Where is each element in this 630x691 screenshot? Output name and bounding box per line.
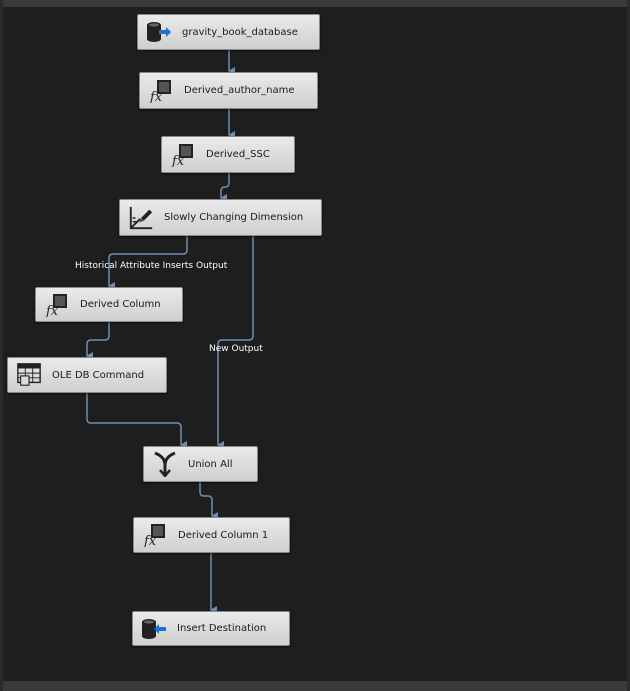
node-derived-column[interactable]: fx Derived Column: [35, 287, 183, 322]
node-label: Insert Destination: [177, 623, 267, 634]
database-destination-icon: [141, 616, 167, 642]
edge-label-new-output: New Output: [209, 344, 263, 354]
path-n4-n5[interactable]: [108, 236, 188, 290]
horizontal-scrollbar[interactable]: [0, 681, 630, 691]
node-gravity-book-database[interactable]: gravity_book_database: [137, 14, 320, 50]
node-ole-db-command[interactable]: OLE DB Command: [7, 357, 167, 393]
table-command-icon: [16, 362, 42, 388]
node-label: Slowly Changing Dimension: [164, 212, 304, 223]
edge-label-historical-inserts: Historical Attribute Inserts Output: [75, 261, 228, 271]
node-label: gravity_book_database: [182, 26, 298, 38]
union-icon: [152, 451, 178, 477]
node-label: Derived Column 1: [178, 529, 269, 541]
node-slowly-changing-dimension[interactable]: Slowly Changing Dimension: [119, 199, 322, 236]
node-derived-author-name[interactable]: fx Derived_author_name: [139, 72, 318, 109]
canvas-top-border: [0, 0, 630, 7]
path-n3-n4[interactable]: [220, 173, 230, 202]
node-insert-destination[interactable]: Insert Destination: [132, 611, 290, 646]
path-n5-n6[interactable]: [86, 322, 110, 360]
fx-derived-icon: fx: [44, 292, 70, 318]
node-label: OLE DB Command: [52, 369, 145, 381]
svg-text:fx: fx: [45, 304, 59, 317]
fx-derived-icon: fx: [170, 142, 196, 168]
node-label: Derived Column: [80, 299, 161, 310]
svg-text:fx: fx: [143, 534, 157, 547]
node-label: Union All: [188, 458, 233, 470]
svg-text:fx: fx: [171, 154, 185, 167]
node-union-all[interactable]: Union All: [143, 446, 258, 482]
database-source-icon: [146, 19, 172, 45]
node-derived-ssc[interactable]: fx Derived_SSC: [161, 136, 295, 173]
fx-derived-icon: fx: [142, 522, 168, 548]
path-n7-n8[interactable]: [199, 482, 218, 520]
scd-icon: [128, 205, 154, 231]
svg-text:fx: fx: [149, 90, 163, 103]
canvas-right-border: [627, 0, 630, 691]
fx-derived-icon: fx: [148, 78, 174, 104]
node-label: Derived_author_name: [184, 85, 295, 96]
path-n6-n7[interactable]: [86, 393, 187, 449]
path-n4-n7[interactable]: [217, 236, 254, 449]
node-label: Derived_SSC: [206, 149, 270, 160]
canvas-left-border: [0, 0, 3, 691]
node-derived-column-1[interactable]: fx Derived Column 1: [133, 517, 290, 553]
